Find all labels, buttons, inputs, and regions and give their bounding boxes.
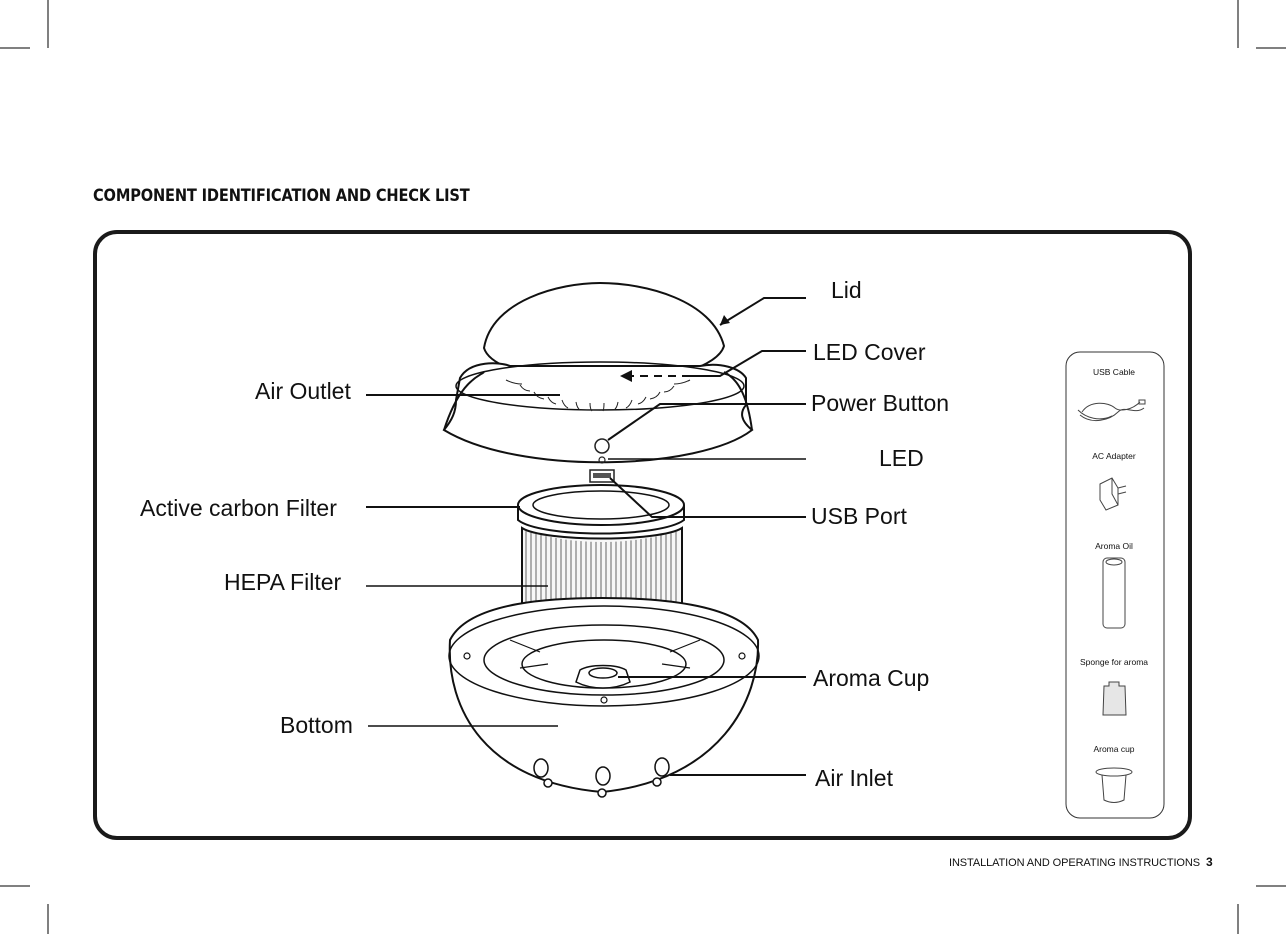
accessory-label-ac-adapter: AC Adapter <box>1064 452 1164 461</box>
label-air-outlet: Air Outlet <box>255 380 351 403</box>
aroma-oil-icon <box>1103 558 1125 628</box>
label-power-button: Power Button <box>811 392 949 415</box>
page-number: 3 <box>1206 855 1213 869</box>
accessory-label-aroma-oil: Aroma Oil <box>1064 542 1164 551</box>
label-hepa-filter: HEPA Filter <box>224 571 341 594</box>
label-active-carbon-filter: Active carbon Filter <box>140 497 337 520</box>
accessory-label-aroma-cup: Aroma cup <box>1064 745 1164 754</box>
page-heading: COMPONENT IDENTIFICATION AND CHECK LIST <box>93 186 470 206</box>
ac-adapter-icon <box>1100 478 1126 510</box>
active-carbon-filter-illustration <box>518 485 684 534</box>
label-led: LED <box>879 447 924 470</box>
label-lid: Lid <box>831 279 862 302</box>
label-usb-port: USB Port <box>811 505 907 528</box>
bottom-illustration <box>449 598 759 792</box>
sponge-icon <box>1103 682 1126 715</box>
upper-housing-illustration <box>444 362 752 462</box>
usb-cable-icon <box>1078 400 1145 421</box>
accessory-label-sponge: Sponge for aroma <box>1064 658 1164 667</box>
lid-leader <box>720 298 806 325</box>
label-led-cover: LED Cover <box>813 341 925 364</box>
label-aroma-cup: Aroma Cup <box>813 667 929 690</box>
footer-text: INSTALLATION AND OPERATING INSTRUCTIONS <box>949 857 1200 869</box>
accessory-label-usb-cable: USB Cable <box>1064 368 1164 377</box>
usb-port-slot <box>593 473 611 478</box>
label-air-inlet: Air Inlet <box>815 767 893 790</box>
page-footer: INSTALLATION AND OPERATING INSTRUCTIONS 3 <box>949 855 1213 869</box>
label-bottom: Bottom <box>280 714 353 737</box>
aroma-cup-icon <box>1096 768 1132 803</box>
